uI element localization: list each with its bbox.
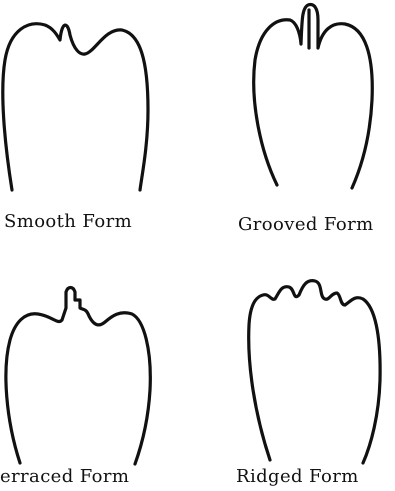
terraced-form-outline (0, 280, 160, 465)
ridged-form-outline (235, 275, 395, 465)
terraced-form-caption: erraced Form (0, 467, 129, 487)
smooth-form-caption: Smooth Form (4, 212, 132, 232)
ridged-form-caption: Ridged Form (236, 467, 359, 487)
grooved-form-outline (240, 0, 395, 190)
smooth-form-outline (0, 10, 160, 190)
grooved-form-caption: Grooved Form (238, 215, 374, 235)
